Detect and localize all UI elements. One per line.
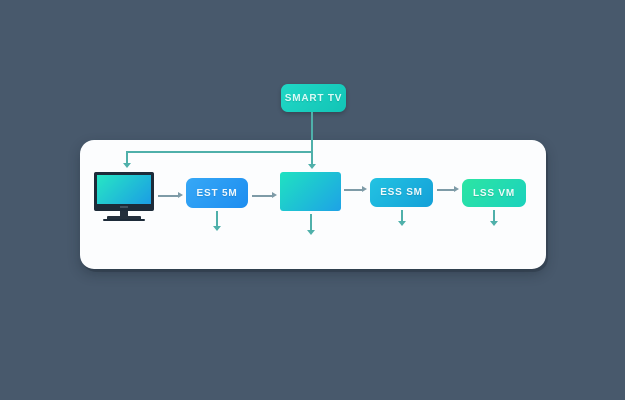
- arrow-down-est: [216, 211, 218, 227]
- arrowhead-down-ess: [398, 221, 406, 226]
- arrow-ess-to-lss: [437, 189, 455, 191]
- arrow-gradient-to-ess: [344, 189, 363, 191]
- arrow-down-gradient: [310, 214, 312, 231]
- arrowhead-est-to-gradient: [272, 192, 277, 198]
- monitor-stand-neck: [120, 211, 128, 216]
- node-lss-vm-label: LSS VM: [472, 187, 516, 199]
- arrowhead-into-gradient-box: [308, 164, 316, 169]
- node-ess-sm-label: ESS SM: [380, 187, 423, 198]
- monitor-stand-base: [107, 216, 141, 220]
- smart-tv-node: SMART TV: [281, 84, 346, 112]
- arrow-est-to-gradient: [252, 195, 272, 197]
- arrowhead-gradient-to-ess: [362, 186, 367, 192]
- smart-tv-label: SMART TV: [284, 92, 343, 104]
- arrowhead-ess-to-lss: [454, 186, 459, 192]
- arrowhead-down-est: [213, 226, 221, 231]
- node-gradient-box: [280, 172, 341, 211]
- arrowhead-down-gradient: [307, 230, 315, 235]
- connector-branch-left-vertical: [126, 151, 128, 164]
- arrow-monitor-to-est: [158, 195, 178, 197]
- monitor-logo: [120, 206, 128, 208]
- connector-smarttv-vertical: [311, 112, 313, 165]
- monitor-stand-foot: [103, 219, 145, 221]
- monitor-icon: [94, 172, 154, 222]
- node-lss-vm: LSS VM: [462, 179, 526, 207]
- arrowhead-into-monitor: [123, 163, 131, 168]
- arrowhead-monitor-to-est: [178, 192, 183, 198]
- monitor-screen: [94, 172, 154, 211]
- node-ess-sm: ESS SM: [370, 178, 433, 207]
- node-est-5m-label: EST 5M: [196, 187, 238, 199]
- connector-branch-horizontal: [127, 151, 312, 153]
- node-est-5m: EST 5M: [186, 178, 248, 208]
- arrow-down-ess: [401, 210, 403, 222]
- arrowhead-down-lss: [490, 221, 498, 226]
- arrow-down-lss: [493, 210, 495, 222]
